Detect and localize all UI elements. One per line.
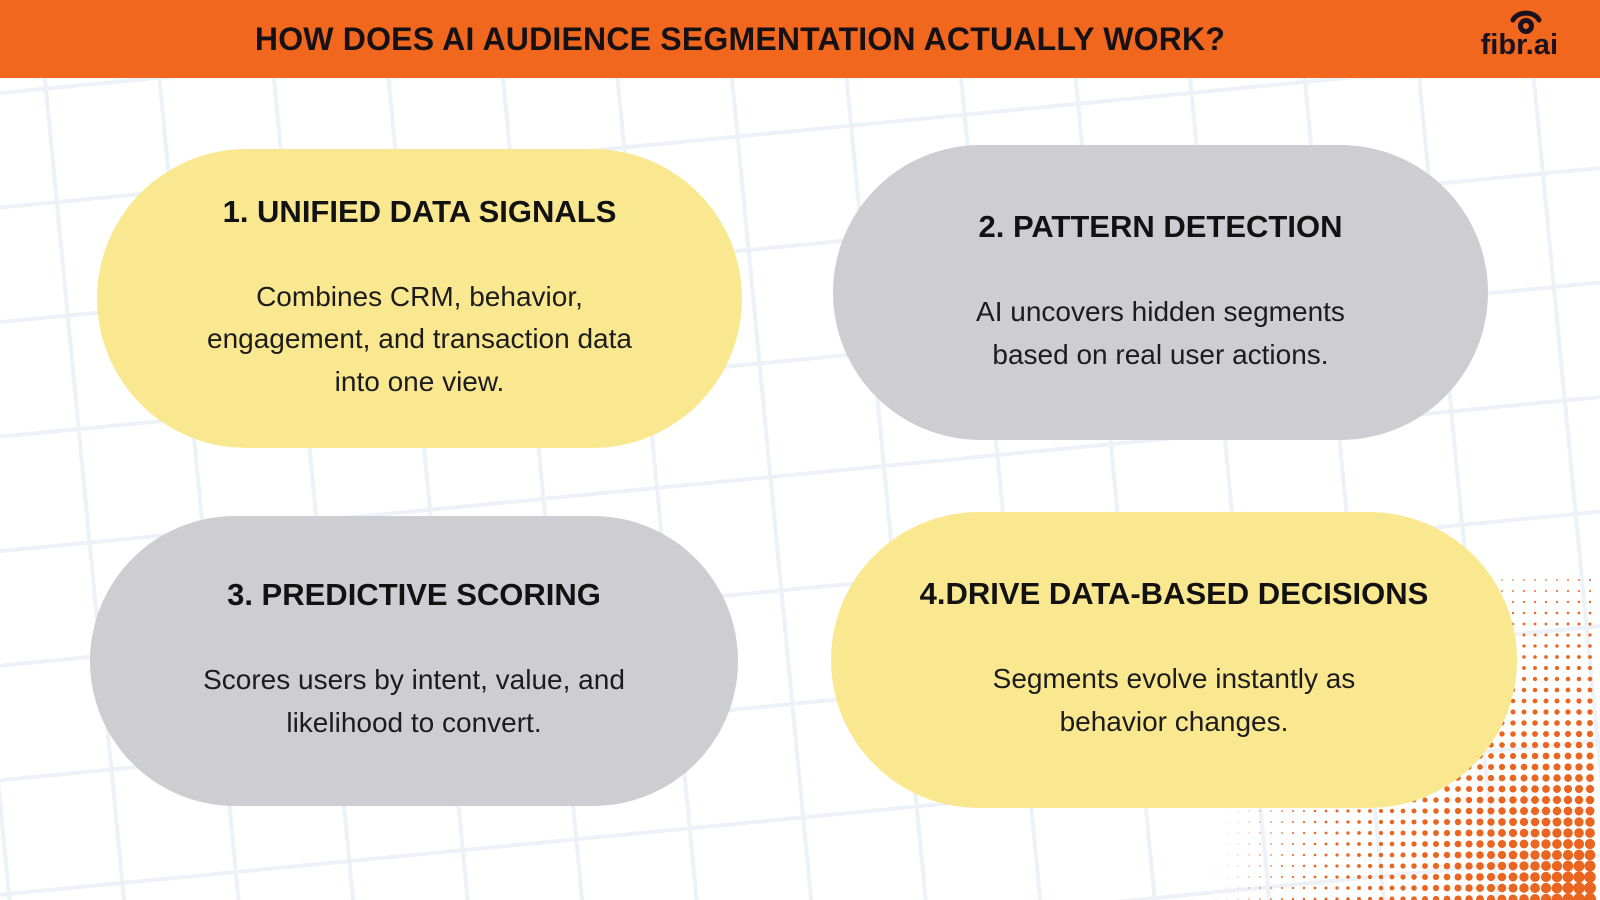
card-predictive-scoring: 3. PREDICTIVE SCORING Scores users by in… xyxy=(90,516,738,806)
card-body: Segments evolve instantly as behavior ch… xyxy=(992,663,1356,737)
card-drive-data-based-decisions: 4.DRIVE DATA-BASED DECISIONS Segments ev… xyxy=(831,512,1517,808)
card-body: Scores users by intent, value, and likel… xyxy=(203,664,625,738)
page-title: HOW DOES AI AUDIENCE SEGMENTATION ACTUAL… xyxy=(254,20,1226,57)
fibr-signal-icon xyxy=(1510,10,1542,34)
card-title: 2. PATTERN DETECTION xyxy=(978,208,1343,244)
card-pattern-detection: 2. PATTERN DETECTION AI uncovers hidden … xyxy=(833,145,1488,440)
fibr-ai-logo: fibr.ai xyxy=(1481,8,1558,60)
card-title: 1. UNIFIED DATA SIGNALS xyxy=(222,193,617,229)
header-bar: HOW DOES AI AUDIENCE SEGMENTATION ACTUAL… xyxy=(0,0,1600,78)
card-title: 3. PREDICTIVE SCORING xyxy=(227,577,601,613)
card-title: 4.DRIVE DATA-BASED DECISIONS xyxy=(919,576,1429,612)
card-body: Combines CRM, behavior, engagement, and … xyxy=(207,280,632,397)
logo-text: fibr.ai xyxy=(1480,29,1558,61)
card-body: AI uncovers hidden segments based on rea… xyxy=(976,295,1345,370)
card-unified-data-signals: 1. UNIFIED DATA SIGNALS Combines CRM, be… xyxy=(97,149,742,448)
